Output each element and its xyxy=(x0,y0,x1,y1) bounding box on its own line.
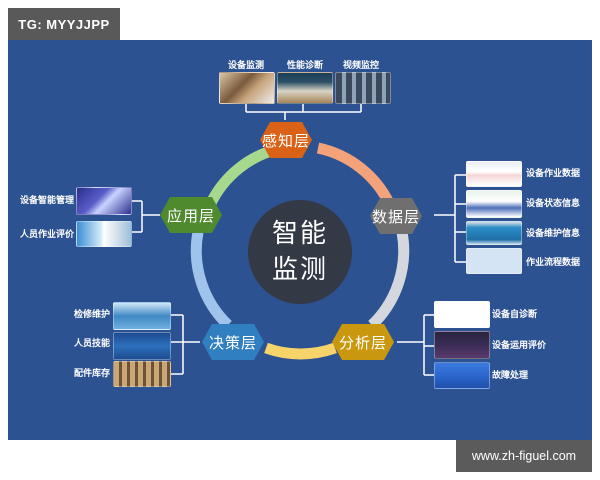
hex-analysis xyxy=(332,324,394,360)
hex-data xyxy=(370,198,422,234)
application-item-label: 设备智能管理 xyxy=(20,196,75,206)
hex-perception xyxy=(260,122,312,158)
center-circle xyxy=(248,200,352,304)
thumbnail-operation-data xyxy=(466,161,522,187)
thumbnail-maintenance-info xyxy=(466,221,522,245)
layer-analysis-label: 分析层 xyxy=(338,333,387,352)
thumbnail-video-surveillance xyxy=(335,72,391,104)
thumbnail-workflow-data xyxy=(466,248,522,274)
center-title-line2: 监测 xyxy=(271,255,328,285)
layer-decision-label: 决策层 xyxy=(208,333,257,352)
decision-item-label: 配件库存 xyxy=(74,369,111,379)
layer-data-label: 数据层 xyxy=(371,207,420,226)
analysis-item-label: 设备运用评价 xyxy=(492,341,547,351)
thumbnail-parts-inventory xyxy=(113,361,171,387)
decision-item-label: 人员技能 xyxy=(74,339,111,349)
perception-item-label: 性能诊断 xyxy=(287,61,324,71)
thumbnail-usage-evaluation xyxy=(434,331,490,359)
ring-segment-analysis-decision xyxy=(264,342,337,360)
perception-item-label: 设备监测 xyxy=(228,61,265,71)
center-title: 智能 监测 xyxy=(250,204,350,300)
ring-segment-decision-application xyxy=(190,231,232,329)
ring-segment-perception-data xyxy=(316,142,395,208)
thumbnail-staff-evaluation xyxy=(76,221,132,247)
analysis-item-label: 设备自诊断 xyxy=(492,310,538,320)
perception-item-label: 视频监控 xyxy=(343,61,380,71)
thumbnail-status-info xyxy=(466,190,522,218)
decision-item-label: 检修维护 xyxy=(74,310,111,320)
thumbnail-fault-handling xyxy=(434,362,490,389)
hex-application xyxy=(160,197,222,233)
center-title-line1: 智能 xyxy=(271,219,328,249)
layer-perception-label: 感知层 xyxy=(261,131,310,150)
thumbnail-performance-diagnosis xyxy=(277,72,333,104)
thumbnail-self-diagnosis xyxy=(434,301,490,328)
data-item-label: 设备维护信息 xyxy=(526,229,581,239)
thumbnail-equipment-monitoring xyxy=(219,72,275,104)
connector-lines xyxy=(132,104,466,376)
ring-segment-data-analysis xyxy=(368,231,410,329)
analysis-item-label: 故障处理 xyxy=(492,371,529,381)
thumbnail-smart-management xyxy=(76,187,132,215)
watermark-bottom: www.zh-figuel.com xyxy=(456,440,592,472)
thumbnail-staff-skills xyxy=(113,332,171,360)
watermark-top: TG: MYYJJPP xyxy=(8,8,120,40)
thumbnail-maintenance-repair xyxy=(113,302,171,330)
data-item-label: 设备作业数据 xyxy=(526,169,581,179)
application-item-label: 人员作业评价 xyxy=(20,230,75,240)
data-item-label: 作业流程数据 xyxy=(526,258,581,268)
hex-decision xyxy=(202,324,264,360)
layer-application-label: 应用层 xyxy=(166,206,215,225)
data-item-label: 设备状态信息 xyxy=(526,199,581,209)
